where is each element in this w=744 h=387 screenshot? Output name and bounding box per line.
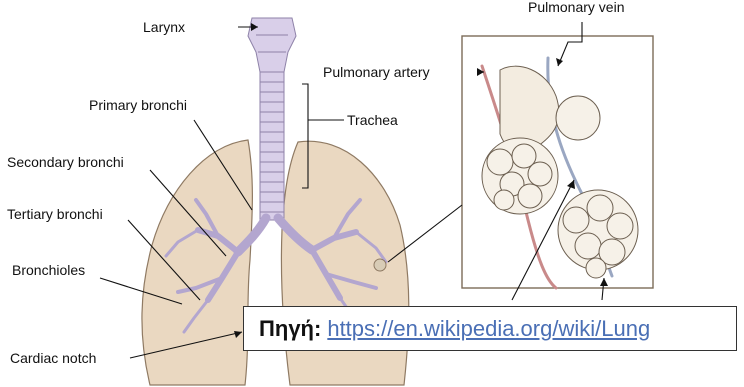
label-tertiary-bronchi: Tertiary bronchi	[7, 206, 103, 222]
label-secondary-bronchi: Secondary bronchi	[7, 154, 124, 170]
source-link[interactable]: https://en.wikipedia.org/wiki/Lung	[327, 316, 650, 342]
label-primary-bronchi: Primary bronchi	[89, 97, 187, 113]
label-cardiac-notch: Cardiac notch	[10, 350, 96, 366]
label-pulmonary-artery: Pulmonary artery	[323, 64, 430, 80]
label-bronchioles: Bronchioles	[12, 262, 85, 278]
source-label: Πηγή:	[259, 316, 321, 342]
label-pulmonary-vein: Pulmonary vein	[528, 0, 625, 15]
source-caption-box: Πηγή: https://en.wikipedia.org/wiki/Lung	[243, 306, 737, 351]
left-lung	[142, 140, 252, 385]
label-trachea: Trachea	[347, 112, 398, 128]
label-larynx: Larynx	[143, 19, 185, 35]
trachea-shape	[260, 72, 284, 220]
alveolar-sac-marker	[374, 259, 386, 271]
